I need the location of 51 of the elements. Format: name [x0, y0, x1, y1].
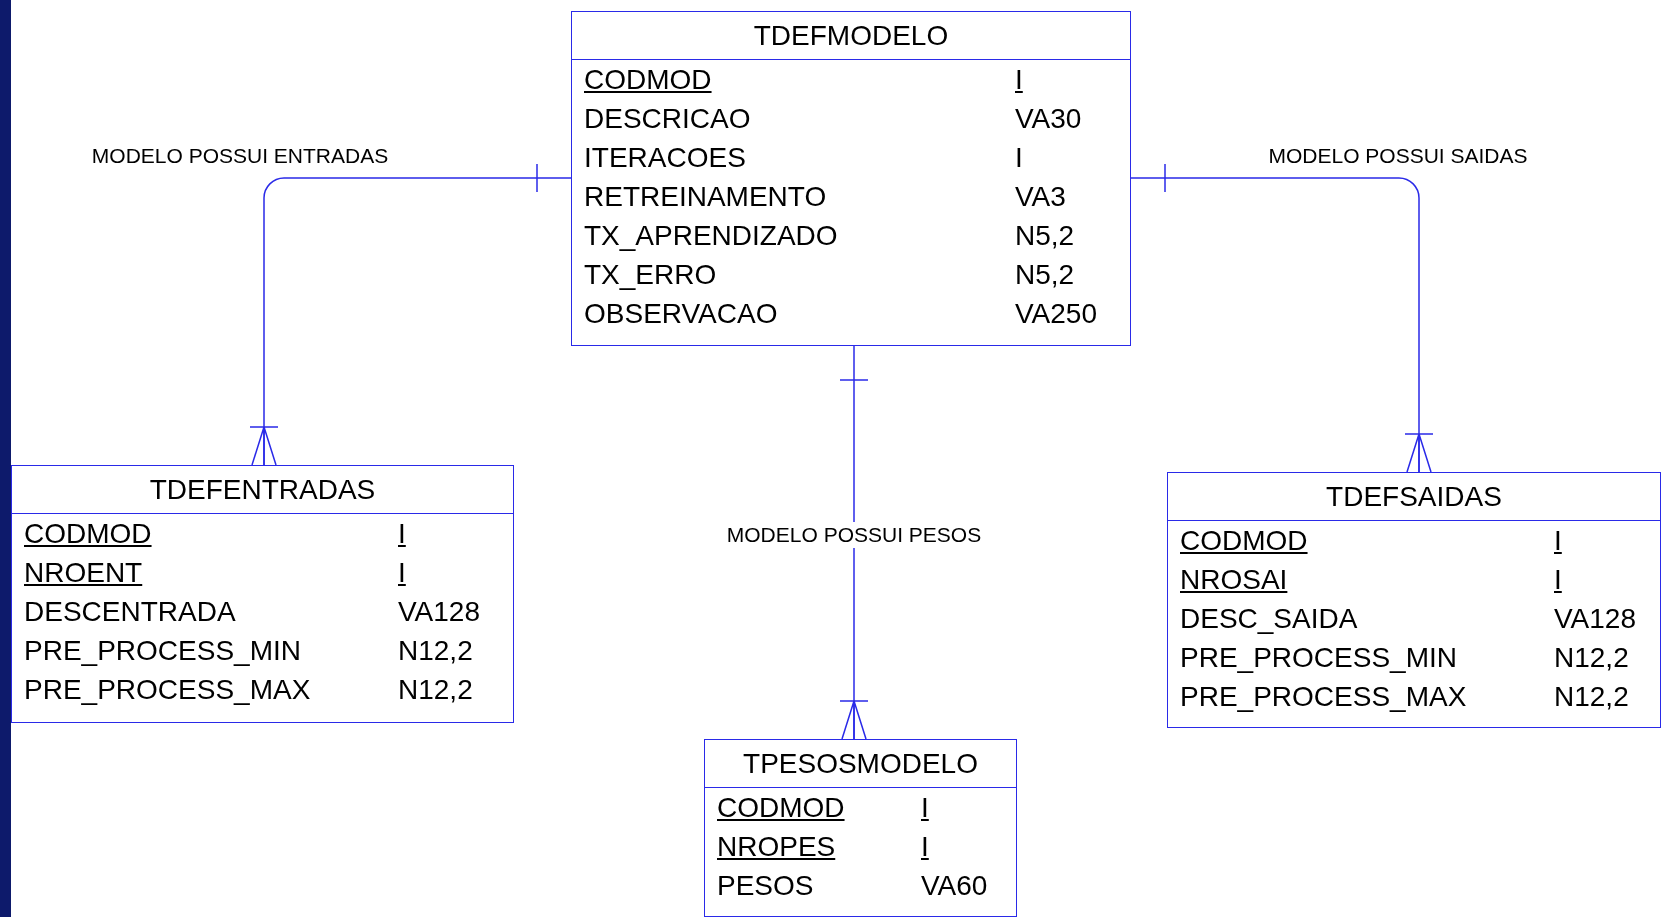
column-type: VA60 — [921, 870, 988, 902]
column-name: TX_ERRO — [584, 259, 717, 291]
key-column-name: CODMOD — [1180, 525, 1308, 557]
table-name: TDEFENTRADAS — [148, 474, 377, 506]
table-name: TDEFMODELO — [752, 20, 950, 52]
column-type: N5,2 — [1015, 220, 1075, 252]
column-name: DESC_SAIDA — [1180, 603, 1358, 635]
table-box — [704, 739, 1017, 917]
column-type: I — [1554, 564, 1562, 596]
column-name: RETREINAMENTO — [584, 181, 827, 213]
key-column-name: NROPES — [717, 831, 836, 863]
table-box — [11, 465, 514, 723]
column-name: PRE_PROCESS_MIN — [24, 635, 301, 667]
column-type: I — [921, 792, 929, 824]
column-type: N12,2 — [1554, 642, 1629, 674]
column-name: PESOS — [717, 870, 814, 902]
column-name: OBSERVACAO — [584, 298, 778, 330]
relationship-line — [839, 345, 869, 740]
column-type: VA128 — [398, 596, 480, 628]
column-name: PRE_PROCESS_MAX — [24, 674, 311, 706]
column-type: N5,2 — [1015, 259, 1075, 291]
column-type: VA128 — [1554, 603, 1636, 635]
table-box — [1167, 472, 1661, 728]
relationship-line — [249, 163, 572, 466]
key-column-name: CODMOD — [717, 792, 845, 824]
column-type: VA3 — [1015, 181, 1066, 213]
column-type: I — [398, 518, 406, 550]
column-name: ITERACOES — [584, 142, 746, 174]
column-name: DESCRICAO — [584, 103, 751, 135]
column-type: N12,2 — [1554, 681, 1629, 713]
table-box — [571, 11, 1131, 346]
column-type: I — [1554, 525, 1562, 557]
key-column-name: CODMOD — [24, 518, 152, 550]
table-name: TPESOSMODELO — [742, 748, 979, 780]
key-column-name: CODMOD — [584, 64, 712, 96]
column-name: TX_APRENDIZADO — [584, 220, 838, 252]
column-name: PRE_PROCESS_MAX — [1180, 681, 1467, 713]
key-column-name: NROSAI — [1180, 564, 1288, 596]
column-type: N12,2 — [398, 635, 473, 667]
column-type: I — [398, 557, 406, 589]
column-type: I — [921, 831, 929, 863]
column-type: I — [1015, 64, 1023, 96]
key-column-name: NROENT — [24, 557, 143, 589]
column-name: DESCENTRADA — [24, 596, 236, 628]
column-type: VA250 — [1015, 298, 1097, 330]
column-type: I — [1015, 142, 1023, 174]
relationship-line — [1130, 163, 1434, 473]
column-type: N12,2 — [398, 674, 473, 706]
column-type: VA30 — [1015, 103, 1082, 135]
column-name: PRE_PROCESS_MIN — [1180, 642, 1457, 674]
table-name: TDEFSAIDAS — [1325, 481, 1503, 513]
